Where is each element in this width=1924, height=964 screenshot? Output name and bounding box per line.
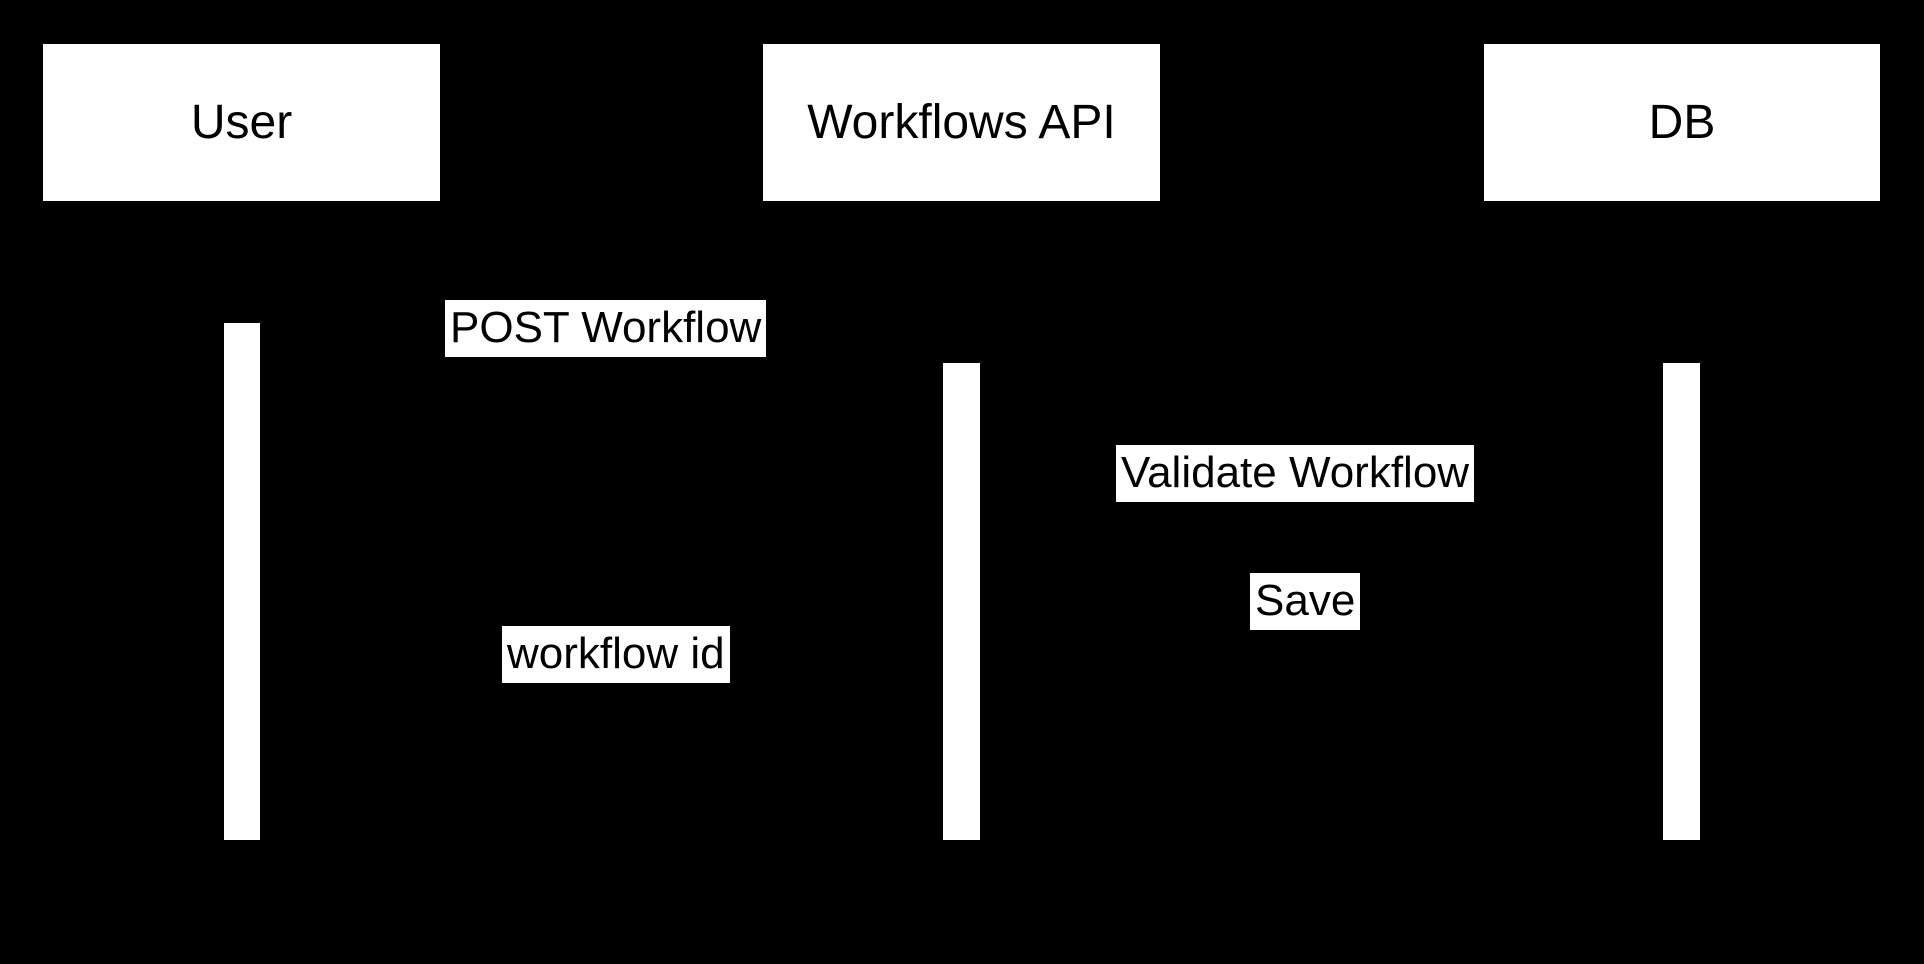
activation-bar-user bbox=[224, 323, 260, 840]
activation-bar-db bbox=[1663, 363, 1700, 840]
participant-label-user: User bbox=[190, 95, 293, 149]
message-label-post-workflow: POST Workflow bbox=[445, 300, 767, 357]
participant-label-db: DB bbox=[1648, 95, 1716, 149]
message-label-save: Save bbox=[1250, 573, 1361, 630]
participant-label-workflows-api: Workflows API bbox=[807, 95, 1116, 149]
message-label-validate-workflow: Validate Workflow bbox=[1116, 445, 1475, 502]
activation-bar-workflows-api bbox=[943, 363, 980, 840]
participant-box-db: DB bbox=[1484, 44, 1880, 201]
participant-box-user: User bbox=[43, 44, 440, 201]
participant-box-workflows-api: Workflows API bbox=[763, 44, 1160, 201]
message-label-workflow-id: workflow id bbox=[502, 626, 730, 683]
